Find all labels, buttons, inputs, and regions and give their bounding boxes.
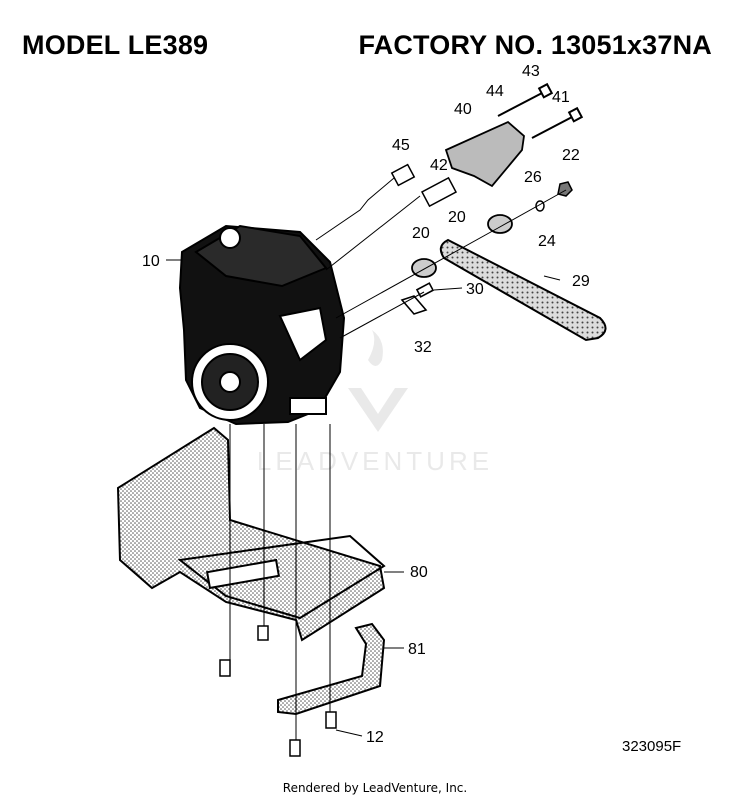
factory-number-title: FACTORY NO. 13051x37NA	[358, 30, 712, 60]
mounting-plate	[116, 426, 386, 642]
support-bracket	[277, 622, 386, 716]
callout-44: 44	[486, 83, 504, 100]
spacer-45	[390, 163, 416, 187]
callout-20-lower: 20	[412, 225, 430, 242]
callout-29: 29	[572, 273, 590, 290]
callout-43: 43	[522, 63, 540, 80]
drive-belt	[439, 238, 607, 342]
engine	[178, 224, 346, 426]
callout-26: 26	[524, 169, 542, 186]
model-title: MODEL LE389	[22, 30, 209, 60]
bolts	[497, 82, 584, 139]
footer-credit: Rendered by LeadVenture, Inc.	[282, 781, 468, 795]
callout-24: 24	[538, 233, 556, 250]
callout-81: 81	[408, 641, 426, 658]
nut-22	[557, 181, 573, 197]
document-number: 323095F	[622, 738, 682, 755]
callout-20-upper: 20	[448, 209, 466, 226]
callout-12: 12	[366, 729, 384, 746]
watermark-text: LEADVENTURE	[257, 446, 493, 476]
spacer-42	[420, 176, 458, 208]
belt-guard	[444, 120, 525, 188]
callout-22: 22	[562, 147, 580, 164]
screws	[219, 625, 337, 757]
callout-45: 45	[392, 137, 410, 154]
leader-lines	[229, 177, 567, 740]
pulley-20-upper	[487, 214, 513, 234]
callout-32: 32	[414, 339, 432, 356]
callout-40: 40	[454, 101, 472, 118]
callout-42: 42	[430, 157, 448, 174]
callout-30: 30	[466, 281, 484, 298]
callout-10: 10	[142, 253, 160, 270]
callout-leaders	[166, 259, 561, 737]
key-and-screw	[400, 282, 435, 315]
callout-80: 80	[410, 564, 428, 581]
callout-labels: 43 44 41 40 45 42 22 26 20 24 20 10 29 3…	[142, 63, 590, 746]
callout-41: 41	[552, 89, 570, 106]
